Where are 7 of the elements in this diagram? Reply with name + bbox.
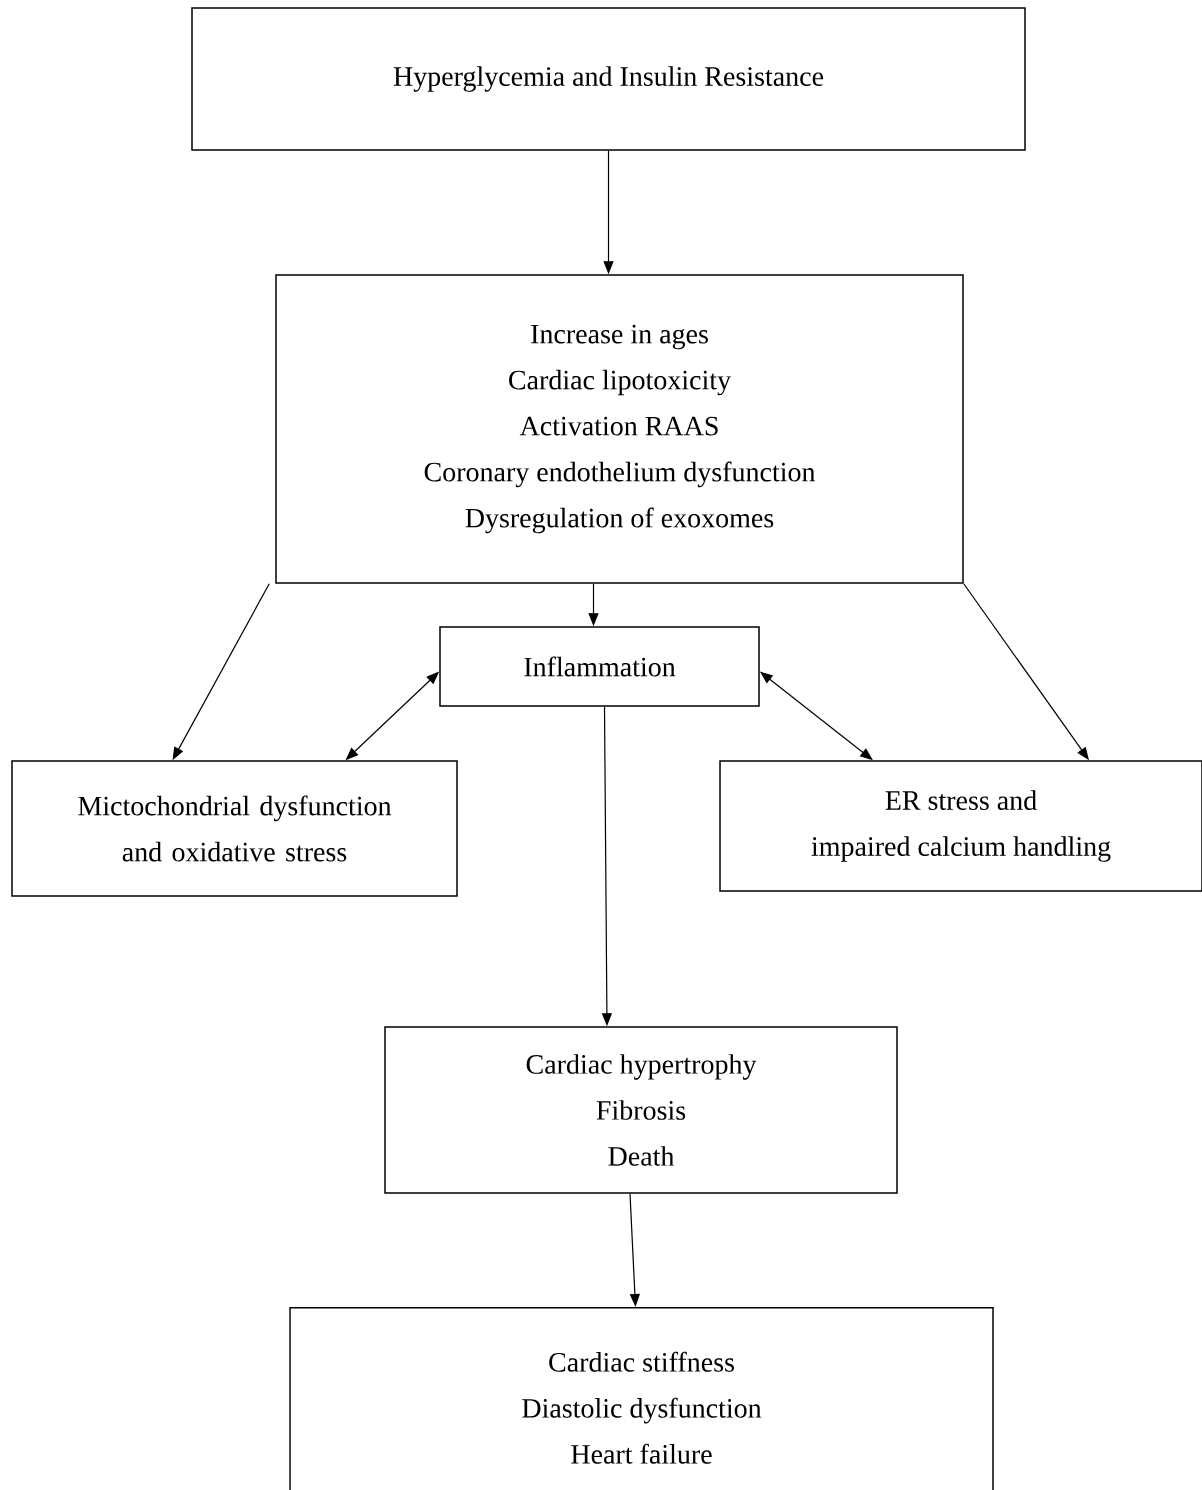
process-box: Mictochondrial dysfunction and oxidative stress	[11, 760, 458, 897]
mechanism-box: Increase in ages Cardiac lipotoxicity Activation RAAS Coronary endothelium dysfunction Dysregulation of exoxomes	[275, 274, 964, 584]
outcome-box: Cardiac hypertrophy Fibrosis Death	[384, 1026, 898, 1194]
cause-box: Hyperglycemia and Insulin Resistance	[191, 7, 1026, 151]
process-box: Inflammation	[439, 626, 760, 707]
outcome-box: Cardiac stiffness Diastolic dysfunction Heart failure	[289, 1307, 994, 1490]
process-box: ER stress and impaired calcium handling	[719, 760, 1202, 892]
